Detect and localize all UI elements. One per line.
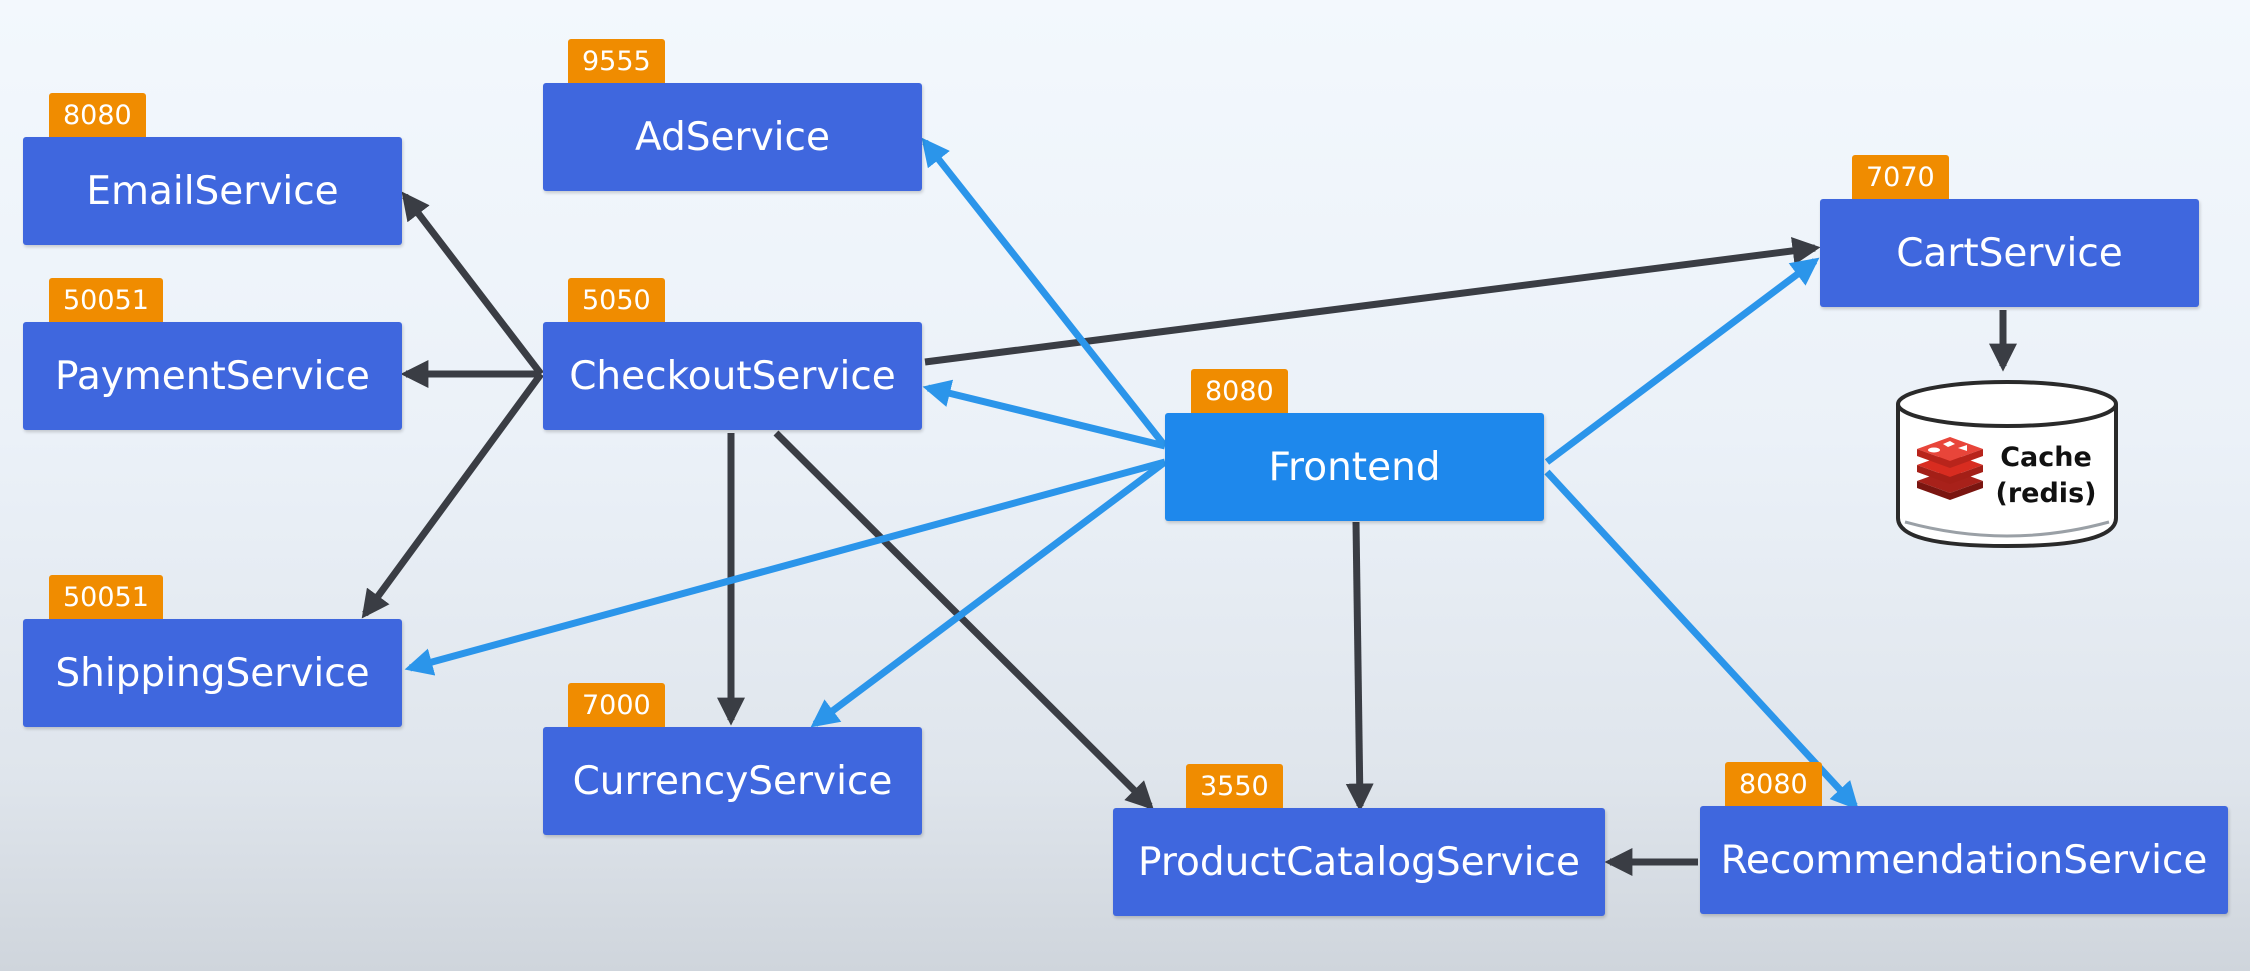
port-badge: 7000 — [568, 683, 665, 727]
node-label: ProductCatalogService — [1138, 839, 1580, 885]
port-badge: 50051 — [49, 575, 163, 619]
arrow-checkout-to-email — [401, 191, 544, 377]
node-label: CartService — [1896, 230, 2123, 276]
cache-label-line2: (redis) — [1995, 478, 2097, 509]
node-label: PaymentService — [55, 353, 370, 399]
port-badge: 7070 — [1852, 155, 1949, 199]
ad-service-node[interactable]: 9555 AdService — [543, 39, 922, 191]
node-label: AdService — [635, 114, 830, 160]
product-catalog-service-node[interactable]: 3550 ProductCatalogService — [1113, 764, 1605, 916]
port-badge: 9555 — [568, 39, 665, 83]
arrow-checkout-to-cart — [924, 236, 1821, 366]
port-badge: 8080 — [1725, 762, 1822, 806]
arrow-frontend-to-productcatalog — [1345, 521, 1374, 812]
cart-service-node[interactable]: 7070 CartService — [1820, 155, 2199, 307]
payment-service-node[interactable]: 50051 PaymentService — [23, 278, 402, 430]
redis-logo-icon — [1917, 437, 1983, 500]
database-cylinder-icon — [1896, 380, 2118, 549]
recommendation-service-node[interactable]: 8080 RecommendationService — [1700, 762, 2228, 914]
port-badge: 5050 — [568, 278, 665, 322]
cache-redis-node[interactable]: Cache (redis) — [1895, 378, 2120, 550]
port-badge: 8080 — [49, 93, 146, 137]
arrow-frontend-to-recommendation — [1544, 469, 1859, 811]
currency-service-node[interactable]: 7000 CurrencyService — [543, 683, 922, 835]
arrow-frontend-to-currency — [810, 459, 1168, 728]
node-label: Frontend — [1268, 444, 1441, 490]
arrow-checkout-to-shipping — [361, 371, 544, 619]
node-label: RecommendationService — [1720, 837, 2208, 883]
checkout-service-node[interactable]: 5050 CheckoutService — [543, 278, 922, 430]
arrow-frontend-to-checkout — [922, 379, 1166, 450]
node-label: ShippingService — [55, 650, 370, 696]
arrow-frontend-to-shipping — [404, 458, 1166, 676]
cache-label: Cache (redis) — [1983, 440, 2109, 512]
frontend-node[interactable]: 8080 Frontend — [1165, 369, 1544, 521]
arrow-frontend-to-cart — [1544, 257, 1820, 465]
node-label: EmailService — [86, 168, 339, 214]
shipping-service-node[interactable]: 50051 ShippingService — [23, 575, 402, 727]
arrow-checkout-to-productcatalog — [773, 430, 1154, 810]
email-service-node[interactable]: 8080 EmailService — [23, 93, 402, 245]
arrow-frontend-to-ad — [921, 137, 1168, 449]
node-label: CheckoutService — [569, 353, 896, 399]
node-label: CurrencyService — [572, 758, 893, 804]
port-badge: 50051 — [49, 278, 163, 322]
port-badge: 3550 — [1186, 764, 1283, 808]
port-badge: 8080 — [1191, 369, 1288, 413]
cache-label-line1: Cache — [2000, 442, 2092, 473]
